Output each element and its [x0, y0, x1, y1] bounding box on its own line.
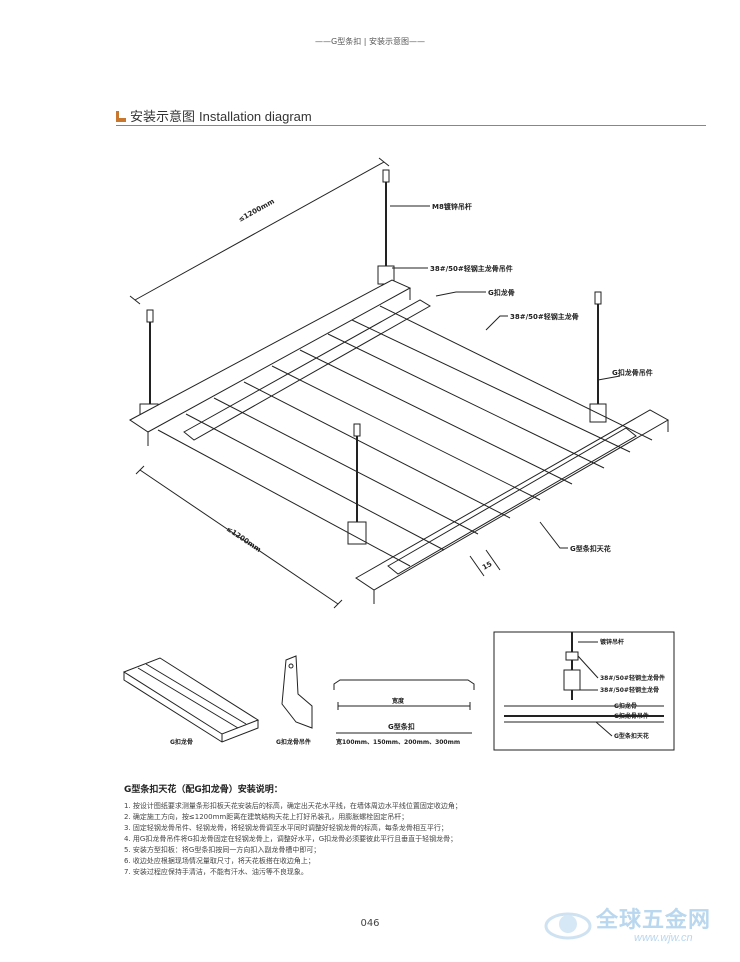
panel-width-label: 宽度 — [391, 697, 405, 705]
watermark-url: www.wjw.cn — [634, 932, 693, 944]
section-label-g-hanger: G扣龙骨吊件 — [614, 712, 649, 720]
instructions-list: 1. 按设计图纸要求测量条形扣板天花安装后的标高，确定出天花水平线，在墙体周边水… — [124, 801, 644, 878]
instruction-item: 2. 确定施工方向，按≤1200mm距离在建筑结构天花上打好吊装孔，用膨胀螺栓固… — [124, 813, 409, 821]
label-rod: M8镀锌吊杆 — [432, 202, 472, 211]
section-label-main-hanger: 38#/50#轻钢主龙骨件 — [600, 674, 665, 682]
section-marker-icon — [116, 111, 126, 122]
instruction-item: 7. 安装过程应保持手清洁，不能有汗水、油污等不良现象。 — [124, 868, 308, 876]
watermark-cn: 全球五金网 — [596, 908, 712, 933]
hanger-caption: G扣龙骨吊件 — [276, 738, 311, 746]
section-title-en: Installation diagram — [199, 109, 312, 124]
section-detail-box — [493, 631, 675, 751]
label-main-hanger: 38#/50#轻钢主龙骨吊件 — [430, 264, 513, 273]
section-title-cn: 安装示意图 — [130, 110, 196, 125]
panel-widths: 宽100mm、150mm、200mm、300mm — [335, 738, 460, 746]
section-detail-drawing — [504, 632, 664, 737]
label-main-keel: 38#/50#轻钢主龙骨 — [510, 312, 579, 321]
page-header: ——G型条扣 | 安装示意图—— — [315, 37, 425, 46]
panel-name: G型条扣 — [388, 722, 415, 731]
instruction-item: 3. 固定轻钢龙骨吊件、轻钢龙骨，将轻钢龙骨调至水平同时调整好轻钢龙骨的标高，每… — [124, 824, 448, 832]
dimension-top: ≤1200mm — [237, 197, 276, 223]
section-label-rod: 镀锌吊杆 — [600, 638, 624, 646]
dimension-gap: 15 — [481, 560, 494, 572]
instruction-item: 5. 安装方型扣板：将G型条扣按同一方向扣入副龙骨槽中即可； — [124, 846, 321, 854]
watermark: 全球五金网 www.wjw.cn — [538, 896, 728, 956]
label-g-hanger: G扣龙骨吊件 — [612, 368, 653, 377]
instruction-item: 4. 用G扣龙骨吊件将G扣龙骨固定在轻钢龙骨上，调整好水平，G扣龙骨必须要彼此平… — [124, 835, 458, 843]
globe-logo-icon — [544, 912, 592, 940]
instructions-title: G型条扣天花（配G扣龙骨）安装说明： — [124, 785, 283, 795]
instruction-item: 1. 按设计图纸要求测量条形扣板天花安装后的标高，确定出天花水平线，在墙体周边水… — [124, 802, 462, 810]
g-hanger-detail — [281, 655, 313, 729]
installation-instructions: G型条扣天花（配G扣龙骨）安装说明： 1. 按设计图纸要求测量条形扣板天花安装后… — [124, 782, 644, 878]
label-g-keel: G扣龙骨 — [488, 288, 515, 297]
title-divider — [116, 125, 706, 126]
section-label-main-keel: 38#/50#轻钢主龙骨 — [600, 686, 659, 694]
instruction-item: 6. 收边处应根据现场情况量取尺寸，将天花板搭在收边角上； — [124, 857, 315, 865]
section-label-g-panel: G型条扣天花 — [614, 732, 649, 740]
dimension-bottom: ≤1200mm — [225, 525, 263, 554]
g-panel-profile — [333, 679, 475, 710]
g-keel-detail — [122, 657, 260, 743]
section-label-g-keel: G扣龙骨 — [614, 702, 637, 710]
keel-caption: G扣龙骨 — [170, 738, 193, 746]
label-g-panel: G型条扣天花 — [570, 544, 611, 553]
page-number: 046 — [360, 918, 380, 929]
